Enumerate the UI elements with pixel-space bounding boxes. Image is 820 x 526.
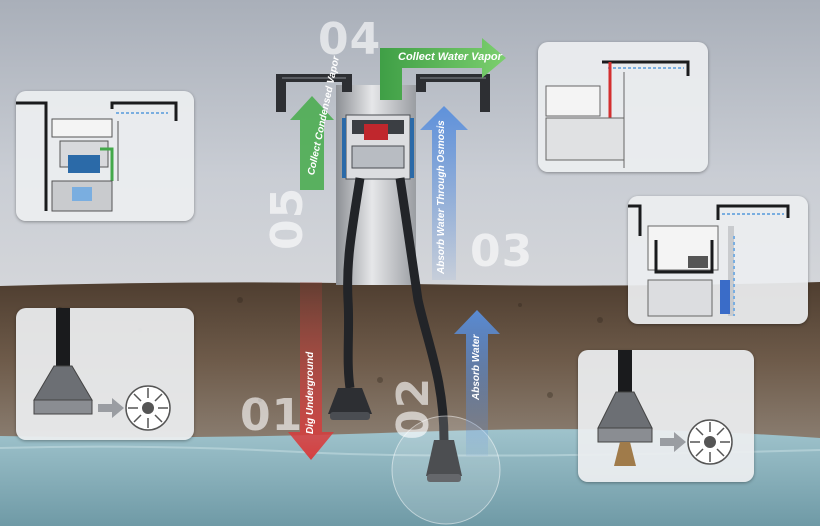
- drill-head-left: [328, 388, 372, 414]
- step-04: 04: [318, 14, 382, 65]
- vapor-arrow: [380, 38, 506, 100]
- dig-arrow: [288, 282, 334, 460]
- detail-panel-top-right: [538, 42, 708, 172]
- drill-head-right: [426, 440, 462, 476]
- label-osmosis: Absorb Water Through Osmosis: [436, 120, 447, 274]
- label-dig: Dig Underground: [305, 351, 316, 434]
- absorb-arrow: [454, 310, 500, 456]
- detail-panel-bottom-right: [578, 350, 754, 482]
- detail-panel-bottom-left: [16, 308, 194, 440]
- label-vapor: Collect Water Vapor: [398, 51, 502, 63]
- label-absorb: Absorb Water: [471, 334, 482, 400]
- step-03: 03: [470, 226, 534, 277]
- hose-left: [343, 177, 365, 389]
- detail-panel-mid-right: [628, 196, 808, 324]
- red-component: [364, 124, 388, 140]
- osmosis-arrow: [420, 106, 468, 280]
- step-02: 02: [388, 376, 439, 440]
- detail-panel-top-left: [16, 91, 194, 221]
- step-01: 01: [240, 390, 304, 441]
- condensed-arrow: [290, 96, 334, 190]
- step-05: 05: [262, 186, 313, 250]
- hose-right: [395, 177, 449, 441]
